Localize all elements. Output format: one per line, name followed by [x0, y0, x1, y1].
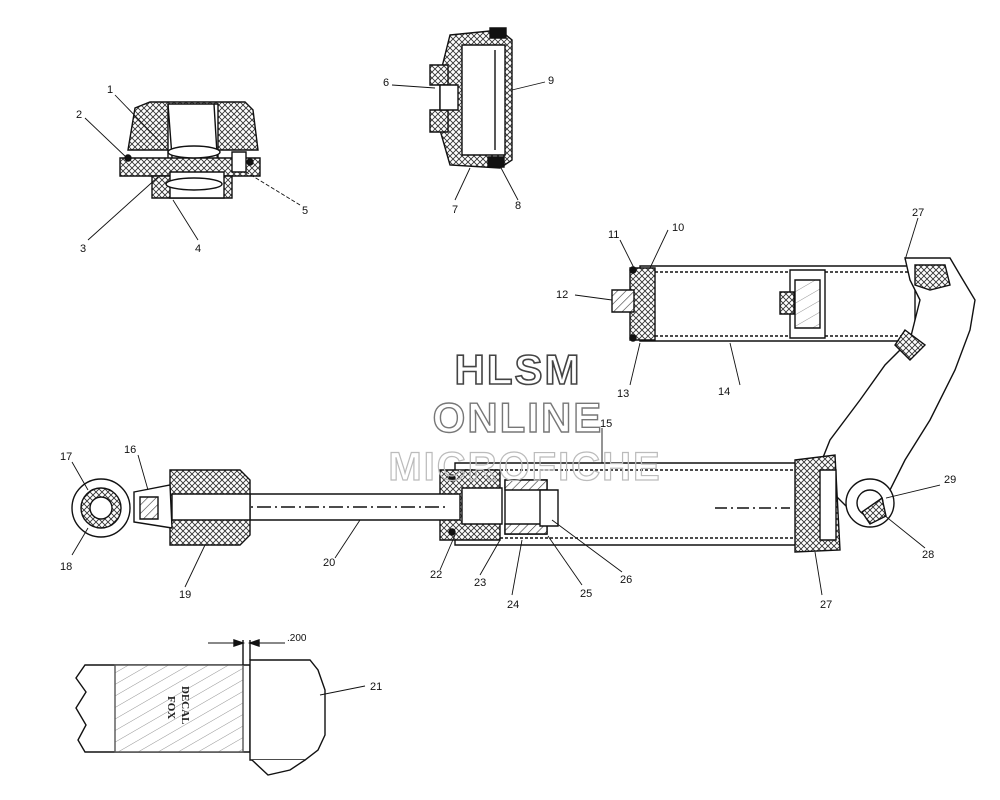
callout-29: 29 [944, 474, 956, 486]
callout-28: 28 [922, 549, 934, 561]
watermark: HLSM ONLINE MICROFICHE [388, 345, 661, 489]
callout-27-top: 27 [912, 207, 924, 219]
leader-lines [72, 82, 940, 695]
callout-24: 24 [507, 599, 519, 611]
callout-13: 13 [617, 388, 629, 400]
callout-21: 21 [370, 681, 382, 693]
callout-10: 10 [672, 222, 684, 234]
callout-6: 6 [383, 77, 389, 89]
callout-18: 18 [60, 561, 72, 573]
watermark-line-3: MICROFICHE [388, 445, 661, 489]
callout-16: 16 [124, 444, 136, 456]
callout-19: 19 [179, 589, 191, 601]
callout-12: 12 [556, 289, 568, 301]
callout-8: 8 [515, 200, 521, 212]
reservoir-assembly [612, 266, 915, 341]
callout-15: 15 [600, 418, 612, 430]
shaft-and-eyelet [72, 470, 460, 545]
watermark-line-2: ONLINE [433, 394, 604, 441]
callout-23: 23 [474, 577, 486, 589]
decal-text-decal: DECAL [179, 686, 191, 725]
callout-20: 20 [323, 557, 335, 569]
watermark-line-1: HLSM [455, 346, 582, 393]
decal-detail [76, 640, 325, 775]
callout-27-bottom: 27 [820, 599, 832, 611]
callout-7: 7 [452, 204, 458, 216]
callout-5: 5 [302, 205, 308, 217]
callout-25: 25 [580, 588, 592, 600]
dimension-label: .200 [287, 633, 307, 644]
callout-4: 4 [195, 243, 201, 255]
callout-2: 2 [76, 109, 82, 121]
decal-text-fox: FOX [165, 696, 177, 719]
callout-11: 11 [608, 229, 619, 241]
body-elbow [820, 258, 975, 510]
seal-head-assembly [120, 102, 260, 198]
callouts: 1 2 3 4 5 6 7 8 9 10 11 12 13 14 15 16 1… [60, 75, 956, 693]
callout-14: 14 [718, 386, 730, 398]
piston-cap-assembly [430, 28, 512, 168]
callout-26: 26 [620, 574, 632, 586]
callout-1: 1 [107, 84, 113, 96]
callout-9: 9 [548, 75, 554, 87]
callout-22: 22 [430, 569, 442, 581]
callout-3: 3 [80, 243, 86, 255]
callout-17: 17 [60, 451, 72, 463]
